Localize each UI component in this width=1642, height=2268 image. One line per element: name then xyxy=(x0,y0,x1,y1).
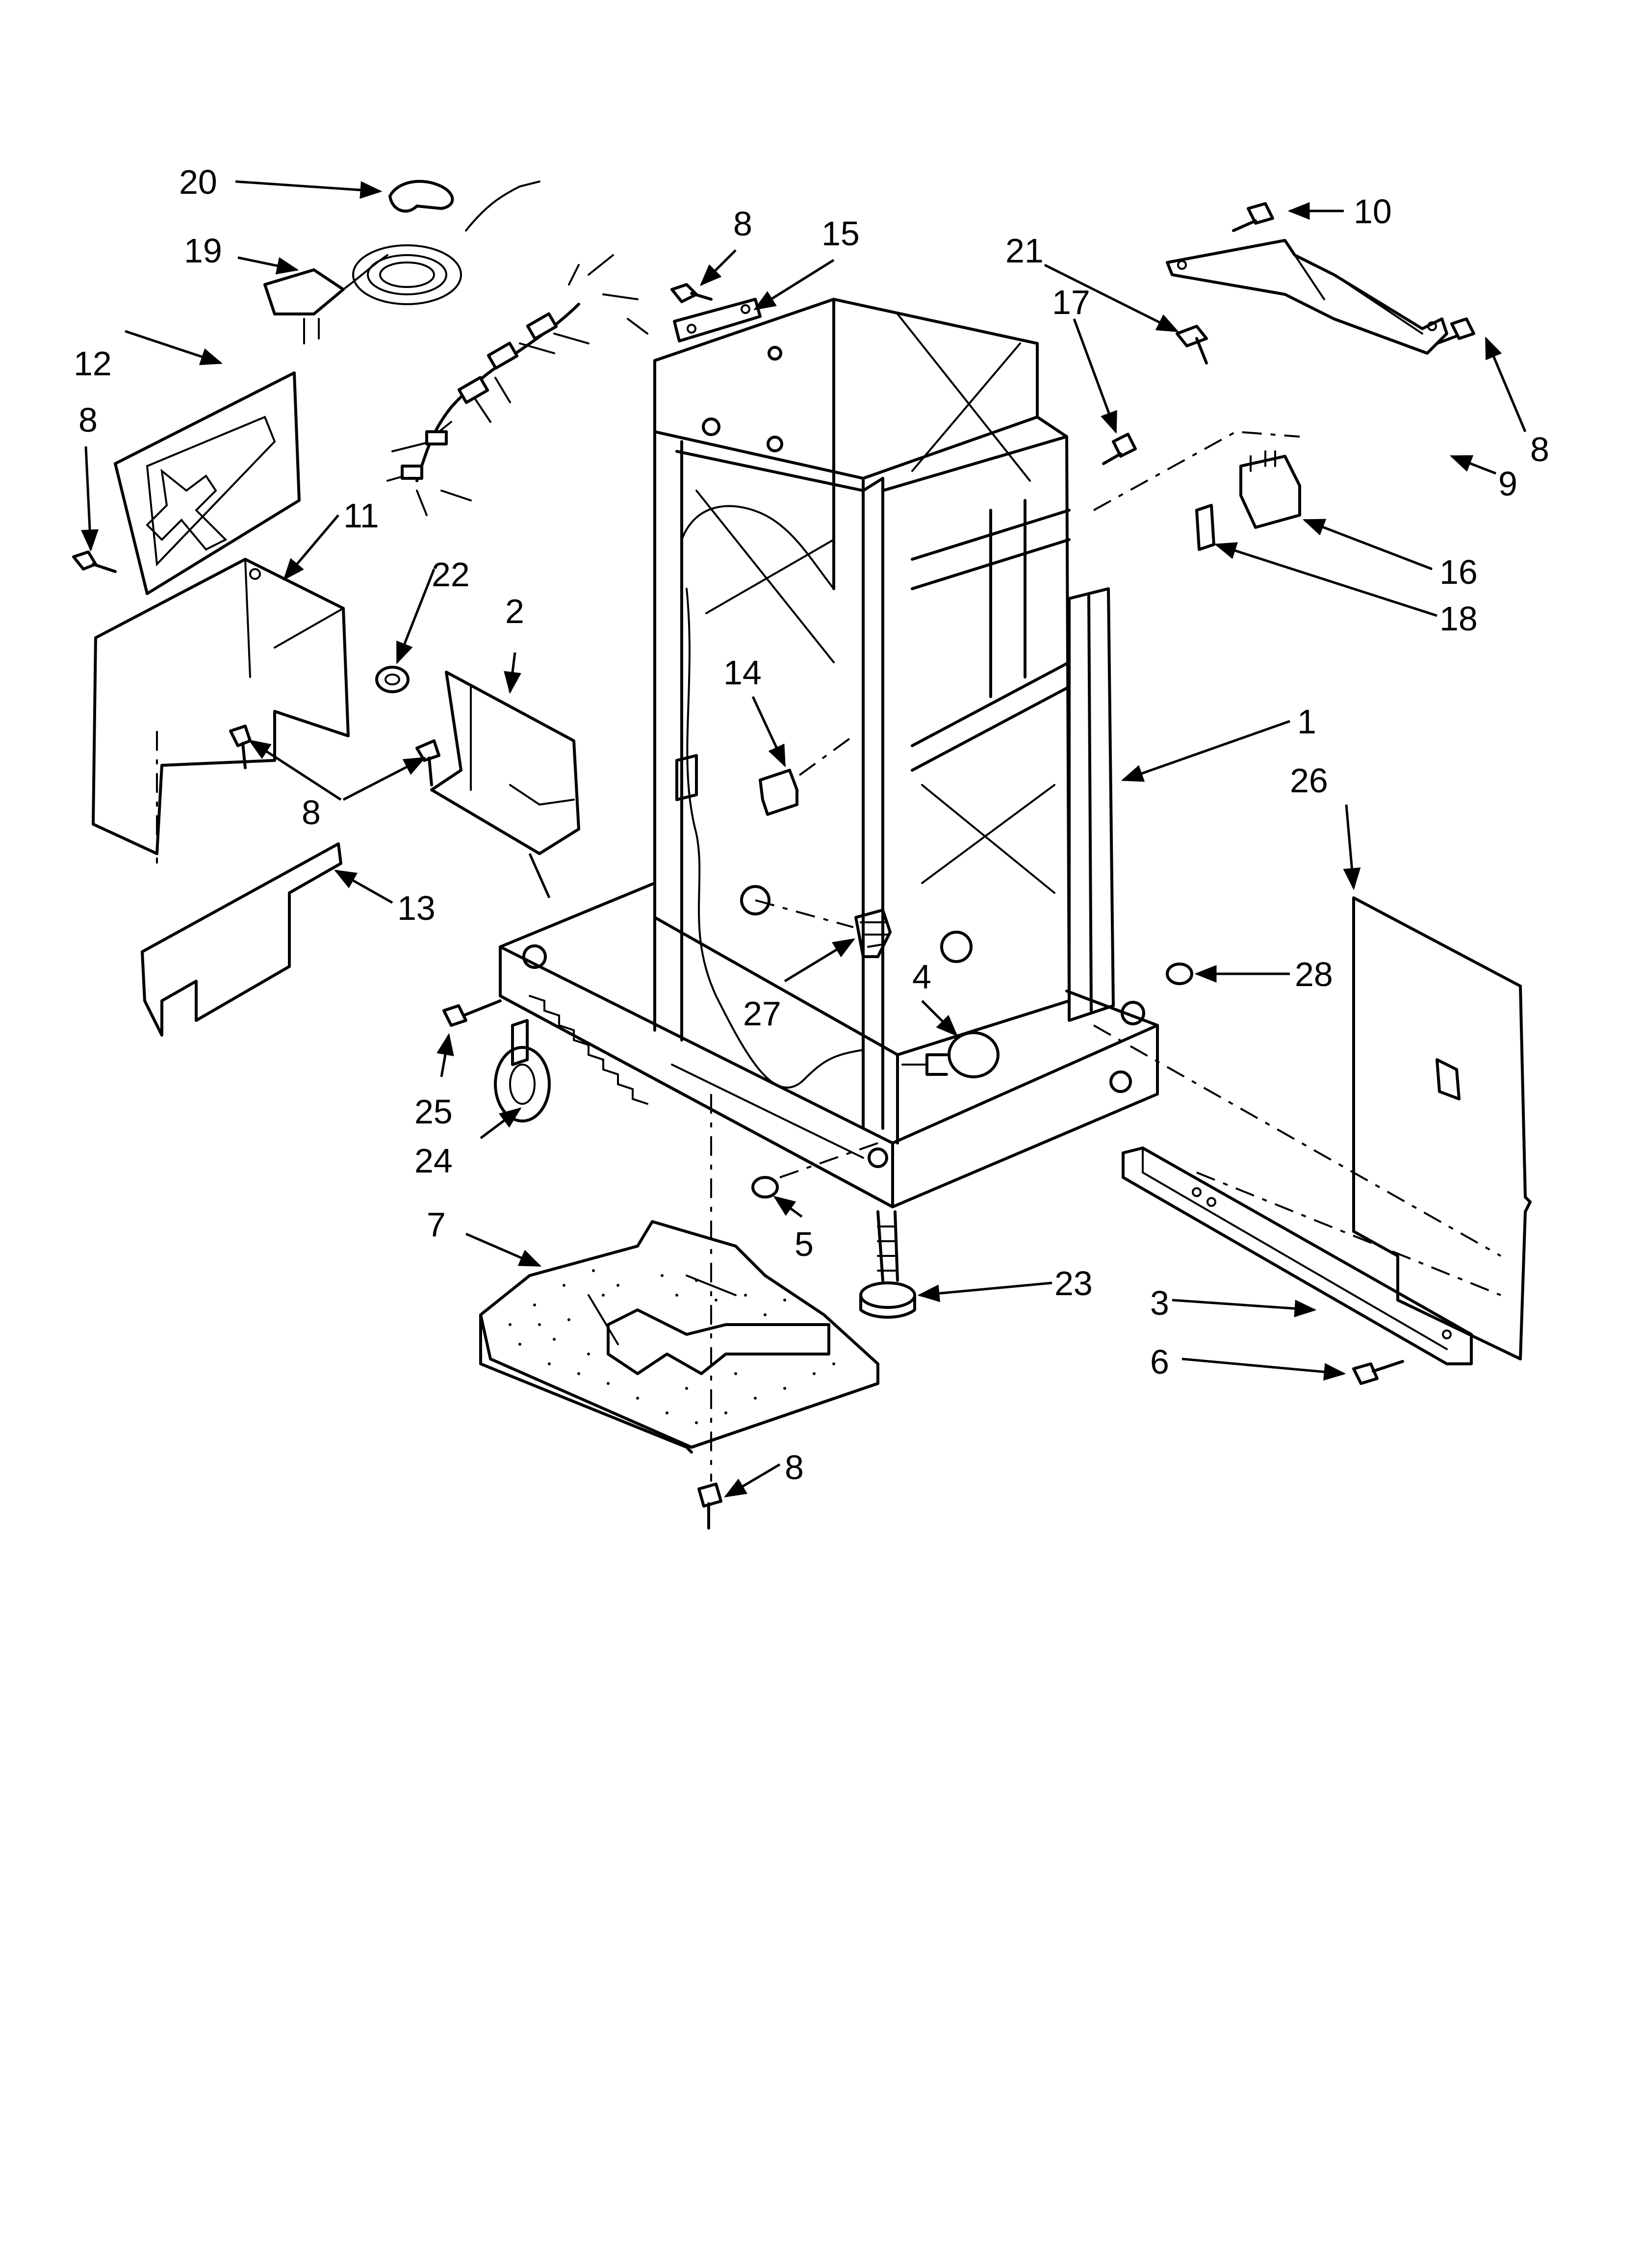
part-10-screw xyxy=(1232,202,1274,232)
part-21-clip xyxy=(1176,325,1208,365)
callout-15: 15 xyxy=(821,214,860,253)
part-16-switch xyxy=(1239,450,1301,529)
part-27-bumper xyxy=(755,899,892,958)
callout-24: 24 xyxy=(414,1142,453,1180)
part-28-nut xyxy=(1166,963,1193,985)
part-12-panel xyxy=(114,371,301,595)
callout-21: 21 xyxy=(1005,232,1044,270)
callout-4: 4 xyxy=(912,958,931,996)
callout-8-top: 8 xyxy=(733,205,752,243)
callout-8-right: 8 xyxy=(1530,430,1549,469)
part-5-nut xyxy=(751,1142,878,1199)
screw-8-bottom xyxy=(697,1483,722,1530)
callout-11: 11 xyxy=(343,496,379,535)
callout-14: 14 xyxy=(723,653,762,692)
callout-18: 18 xyxy=(1439,600,1478,638)
part-22-grommet xyxy=(375,666,410,693)
part-24-roller xyxy=(494,1019,551,1122)
part-15-bracket xyxy=(673,298,762,342)
callout-20: 20 xyxy=(179,163,217,201)
callout-3: 3 xyxy=(1150,1284,1169,1322)
part-4-solenoid xyxy=(901,1031,1000,1078)
callout-25: 25 xyxy=(414,1093,453,1131)
dashed-alignment-back xyxy=(1093,1024,1501,1257)
callout-27: 27 xyxy=(743,994,781,1033)
callout-13: 13 xyxy=(397,889,436,927)
screw-8-top xyxy=(670,283,713,303)
callout-19: 19 xyxy=(184,232,222,270)
part-11-cover xyxy=(92,558,350,855)
part-7-base-pan xyxy=(479,1220,879,1454)
callout-1: 1 xyxy=(1297,703,1316,741)
part-23-leveling-leg xyxy=(859,1210,916,1319)
screw-8-left xyxy=(72,550,117,573)
part-9-bracket xyxy=(1166,239,1448,355)
part-3-rail xyxy=(1122,1147,1473,1365)
callout-6: 6 xyxy=(1150,1343,1169,1381)
callout-28: 28 xyxy=(1295,955,1333,993)
callout-16: 16 xyxy=(1439,553,1478,591)
callout-22: 22 xyxy=(432,555,470,594)
callout-8-mid: 8 xyxy=(302,793,321,832)
callout-9: 9 xyxy=(1498,465,1517,503)
leader-lines xyxy=(81,180,1527,1498)
callout-labels: 1 2 3 4 5 6 7 8 8 8 8 8 9 10 11 12 13 14… xyxy=(74,163,1549,1486)
callout-12: 12 xyxy=(74,344,112,383)
part-20-strain-relief xyxy=(388,180,454,213)
part-13-insulation xyxy=(141,842,342,1037)
callout-7: 7 xyxy=(427,1205,446,1244)
wiring-harness xyxy=(386,254,648,516)
part-17-screw xyxy=(1102,433,1137,465)
part-26-back-panel xyxy=(1352,896,1532,1360)
callout-10: 10 xyxy=(1354,192,1392,231)
cabinet-frame xyxy=(499,298,1159,1208)
callout-23: 23 xyxy=(1054,1264,1093,1303)
callout-8-bottom: 8 xyxy=(785,1448,804,1486)
part-2-bracket xyxy=(430,671,580,855)
callout-26: 26 xyxy=(1290,761,1328,800)
callout-5: 5 xyxy=(795,1225,814,1263)
dashed-alignment-switch xyxy=(1093,430,1300,511)
dashed-alignment-rail xyxy=(1196,1172,1501,1296)
callout-17: 17 xyxy=(1052,283,1090,321)
foam-speckle xyxy=(509,1269,835,1424)
callout-8-left: 8 xyxy=(78,401,98,439)
screw-8-mid xyxy=(415,739,440,786)
part-19-power-cord xyxy=(263,181,540,344)
part-25-screw xyxy=(442,999,502,1027)
part-18-bracket xyxy=(1195,504,1215,551)
callout-2: 2 xyxy=(505,592,524,630)
part-6-screw xyxy=(1352,1360,1404,1385)
part-14-switch xyxy=(759,735,854,816)
